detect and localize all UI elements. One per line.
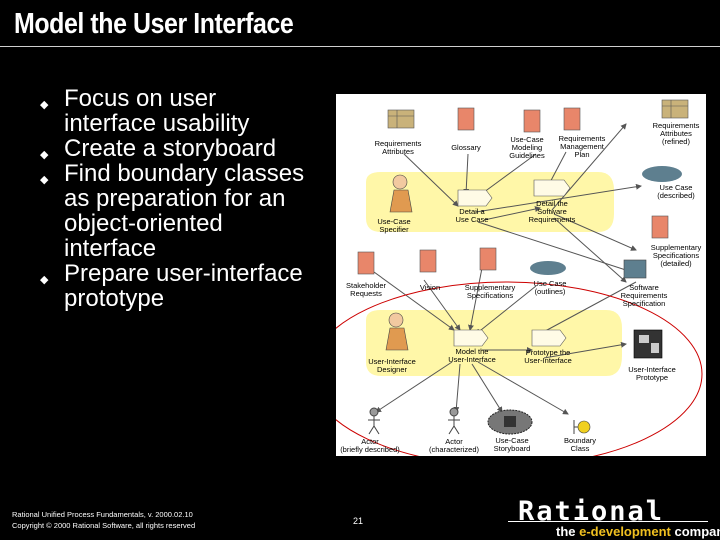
- diamond-bullet-icon: ◆: [40, 174, 49, 186]
- tagline-prefix: the: [556, 524, 580, 539]
- title-divider: [0, 46, 720, 47]
- diamond-bullet-icon: ◆: [40, 99, 49, 111]
- bullet-item: ◆ Prepare user-interface prototype: [40, 261, 310, 311]
- page-number: 21: [353, 516, 364, 526]
- requirements-attributes-icon: [387, 109, 415, 129]
- supplementary-specifications-doc-icon: [479, 247, 497, 271]
- bullet-item: ◆ Create a storyboard: [40, 136, 310, 161]
- rational-logo: Rational: [518, 496, 665, 527]
- label-use-case-outlines: Use Case(outlines): [534, 279, 567, 296]
- use-case-specifier-worker-icon: [389, 174, 413, 213]
- stakeholder-requests-doc-icon: [357, 251, 375, 275]
- actor-characterized-icon: [448, 407, 460, 435]
- detail-use-case-activity-icon: [457, 189, 493, 207]
- label-actor-briefly-described: Actor(briefly described): [340, 437, 400, 454]
- footer-line-copyright: Copyright © 2000 Rational Software, all …: [12, 521, 196, 530]
- tagline-suffix: company: [674, 524, 720, 539]
- label-use-case-described: Use Case(described): [657, 183, 695, 200]
- label-vision: Vision: [420, 283, 440, 292]
- label-glossary: Glossary: [451, 143, 481, 152]
- ui-designer-worker-icon: [385, 312, 409, 351]
- actor-briefly-described-icon: [368, 407, 380, 435]
- bullet-text: Prepare user-interface prototype: [64, 260, 303, 312]
- glossary-doc-icon: [457, 107, 475, 131]
- brand-divider: [508, 521, 708, 522]
- detail-software-requirements-activity-icon: [533, 179, 571, 197]
- label-actor-characterized: Actor(characterized): [429, 437, 480, 454]
- bullet-list: ◆ Focus on user interface usability ◆ Crea…: [40, 86, 310, 311]
- tagline-accent: e-development: [579, 524, 671, 539]
- diamond-bullet-icon: ◆: [40, 274, 49, 286]
- footer-line-course: Rational Unified Process Fundamentals, v…: [12, 510, 193, 519]
- diamond-bullet-icon: ◆: [40, 149, 49, 161]
- supplementary-specifications-detailed-doc-icon: [651, 215, 669, 239]
- software-requirements-specification-icon: [623, 259, 647, 279]
- bullet-item: ◆ Focus on user interface usability: [40, 86, 310, 136]
- ui-prototype-icon: [633, 329, 663, 359]
- footer-copyright: Rational Unified Process Fundamentals, v…: [12, 509, 195, 531]
- model-ui-activity-icon: [453, 329, 489, 347]
- use-case-storyboard-icon: [487, 409, 533, 435]
- slide-title: Model the User Interface: [14, 8, 294, 40]
- use-case-described-icon: [642, 166, 682, 182]
- bullet-text: Find boundary classes as preparation for…: [64, 160, 305, 262]
- swimlane-ui-designer: [366, 310, 622, 376]
- highlight-ellipse: [336, 281, 703, 456]
- bullet-text: Create a storyboard: [64, 135, 277, 162]
- bullet-item: ◆ Find boundary classes as preparation fo…: [40, 161, 310, 261]
- prototype-ui-activity-icon: [531, 329, 567, 347]
- brand-tagline: the e-development company: [556, 524, 720, 539]
- boundary-class-icon: [573, 420, 591, 434]
- vision-doc-icon: [419, 249, 437, 273]
- use-case-modeling-guidelines-doc-icon: [523, 109, 541, 133]
- use-case-outlines-icon: [530, 261, 566, 275]
- bullet-text: Focus on user interface usability: [64, 85, 250, 137]
- requirements-attributes-refined-icon: [661, 99, 689, 119]
- requirements-management-plan-doc-icon: [563, 107, 581, 131]
